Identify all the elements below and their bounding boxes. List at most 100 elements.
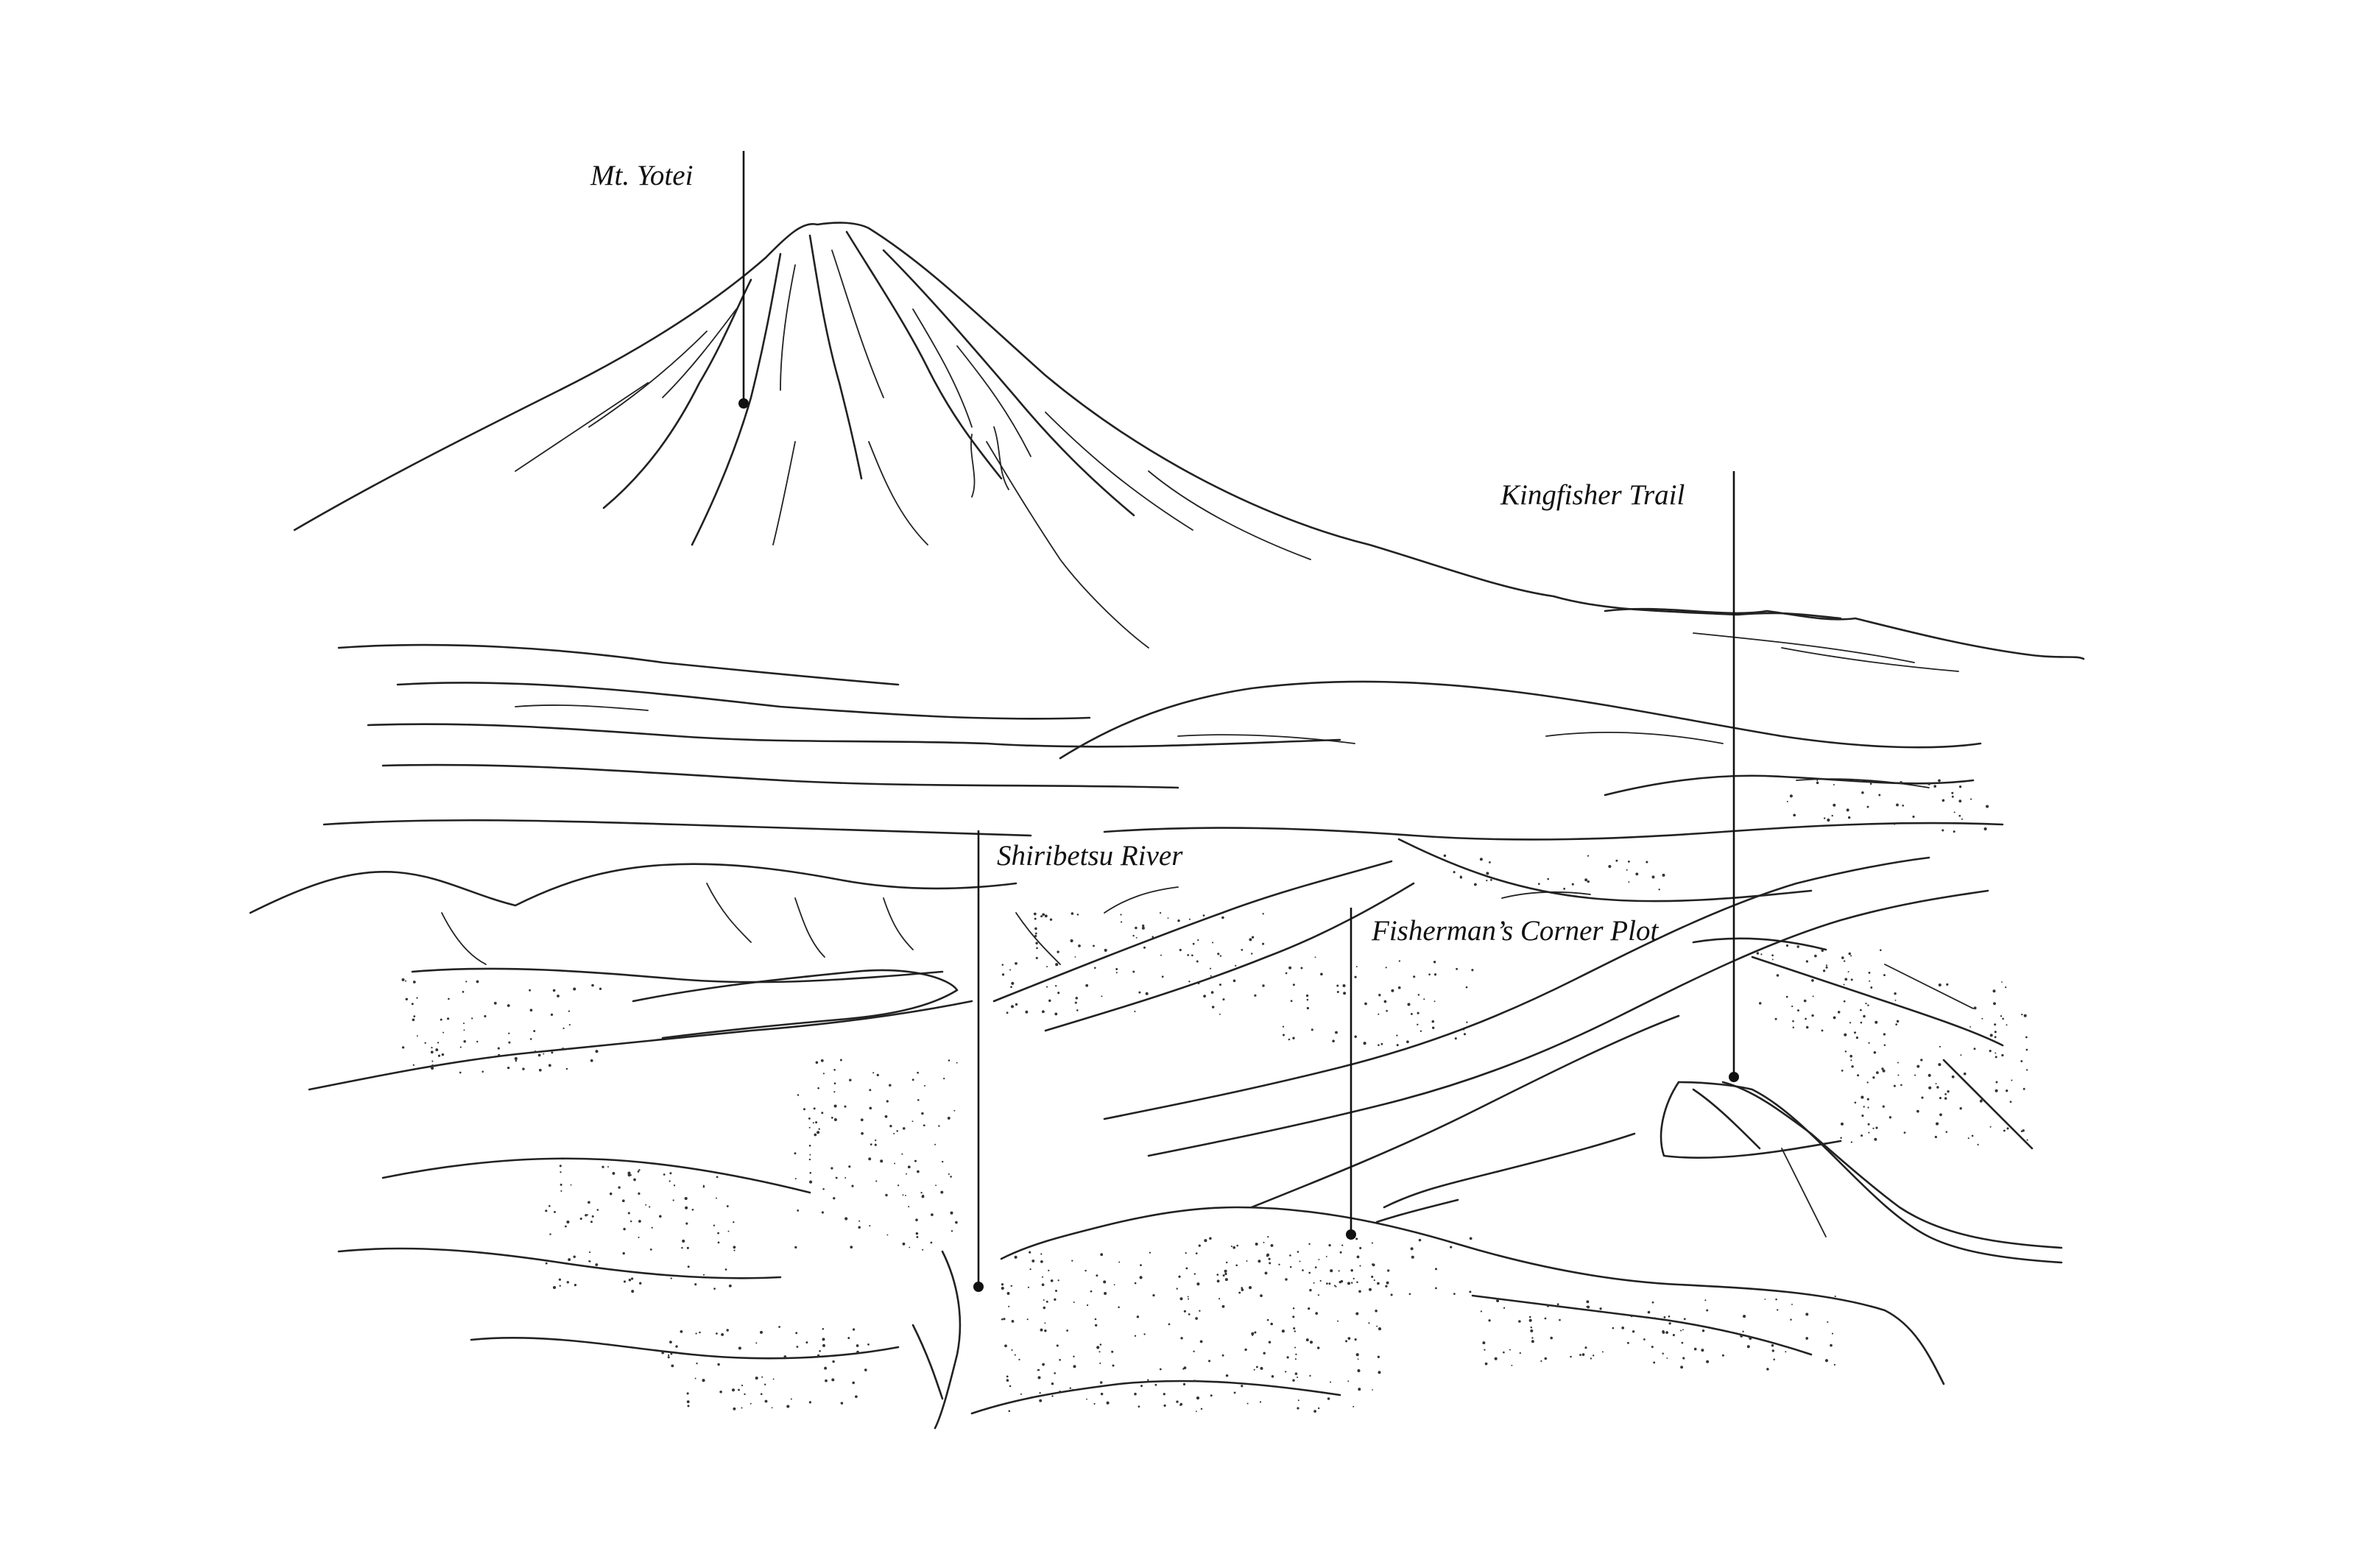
stipple-dot [1368,1322,1370,1324]
stipple-dot [1643,1338,1646,1341]
stipple-dot [1377,1355,1380,1358]
stipple-dot [1059,1358,1061,1361]
stipple-dot [1837,1011,1841,1014]
stipple-dot [1352,1405,1355,1408]
stipple-dot [1185,1252,1187,1254]
stipple-dot [1292,1379,1295,1382]
stipple-dot [864,1369,867,1371]
stipple-dot [1760,953,1763,956]
stipple-dot [825,1379,828,1382]
stipple-dot [1651,875,1655,879]
stipple-dot [1283,1034,1285,1036]
stipple-dot [1289,1254,1291,1257]
stipple-dot [1251,1332,1255,1335]
stipple-dot [607,1166,609,1168]
stipple-dot [1912,815,1915,819]
stipple-dot [1647,1310,1651,1314]
stipple-dot [717,1232,720,1235]
stipple-dot [1090,1290,1093,1293]
stipple-dot [645,1204,647,1206]
stipple-dot [1847,971,1849,973]
stipple-dot [856,1350,859,1354]
leader-dot-fishermans-corner-plot [1346,1229,1356,1240]
stipple-dot [1544,1317,1547,1320]
stipple-dot [1963,1072,1967,1076]
stipple-dot [1986,805,1989,808]
stipple-dot [561,1048,565,1050]
stipple-dot [1010,986,1012,989]
stipple-dot [950,1211,953,1215]
stipple-dot [947,1116,950,1120]
stipple-dot [1979,1099,1983,1103]
stipple-dot [1977,1143,1979,1146]
stipple-dot [471,1017,473,1020]
stipple-dot [590,1221,593,1223]
stipple-dot [1132,970,1135,973]
stipple-dot [1328,1243,1331,1247]
stipple-dot [658,1215,662,1218]
stipple-dot [1330,1269,1333,1273]
stipple-dot [1849,1054,1853,1058]
stipple-dot [914,1159,917,1162]
stipple-dot [744,1393,746,1396]
stipple-dot [733,1221,735,1223]
stipple-dot [1824,1359,1829,1363]
stipple-dot [1308,1271,1311,1274]
stipple-dot [587,1214,588,1216]
stipple-dot [1271,1375,1274,1378]
stipple-dot [2006,1090,2008,1092]
stipple-dot [830,1117,833,1119]
stipple-dot [1397,986,1401,989]
stipple-dot [1263,1352,1266,1355]
stipple-dot [1029,1268,1031,1271]
stipple-dot [637,1170,640,1173]
stipple-dot [1789,794,1793,798]
stipple-dot [1740,1334,1743,1338]
stipple-dot [667,1354,670,1357]
stipple-dot [1313,1410,1316,1413]
stipple-dot [2025,1036,2028,1039]
stipple-dot [1350,1269,1353,1272]
stipple-dot [1167,917,1169,919]
stipple-dot [673,1184,676,1187]
stipple-dot [1861,1095,1864,1099]
stipple-dot [1244,1348,1247,1352]
stipple-dot [1865,1002,1867,1005]
stipple-dot [1378,1013,1380,1015]
stipple-dot [1254,994,1257,997]
stipple-dot [885,1193,888,1197]
stipple-dot [1793,813,1796,817]
stipple-dot [1163,1393,1165,1396]
stipple-dot [824,1366,828,1370]
stipple-dot [1086,1398,1087,1400]
stipple-dot [795,1332,798,1335]
stipple-dot [1010,1285,1013,1288]
stipple-dot [839,1059,842,1062]
stipple-dot [1376,1325,1378,1327]
stipple-dot [1118,1306,1120,1308]
stipple-dot [1336,984,1339,987]
stipple-dot [1049,918,1053,921]
stipple-dot [1973,1006,1977,1010]
stipple-dot [815,1061,819,1064]
stipple-dot [1413,975,1416,978]
stipple-dot [1224,1278,1228,1282]
stipple-dot [1269,1262,1272,1265]
stipple-dot [1843,983,1845,986]
stipple-dot [1774,1017,1777,1020]
stipple-dot [797,1209,800,1212]
leader-dot-kingfisher-trail [1729,1072,1739,1082]
stipple-dot [1140,1385,1143,1388]
stipple-dot [1342,984,1346,987]
stipple-dot [631,1277,634,1280]
stipple-dot [401,978,405,981]
stipple-dot [1868,1042,1870,1044]
stipple-dot [661,1352,664,1355]
stipple-dot [672,1199,674,1201]
stipple-dot [515,1059,518,1062]
stipple-dot [884,1115,888,1118]
stipple-dot [1078,944,1081,947]
stipple-dot [794,1178,797,1180]
stipple-dot [1463,1028,1465,1031]
stipple-dot [1138,1405,1140,1408]
